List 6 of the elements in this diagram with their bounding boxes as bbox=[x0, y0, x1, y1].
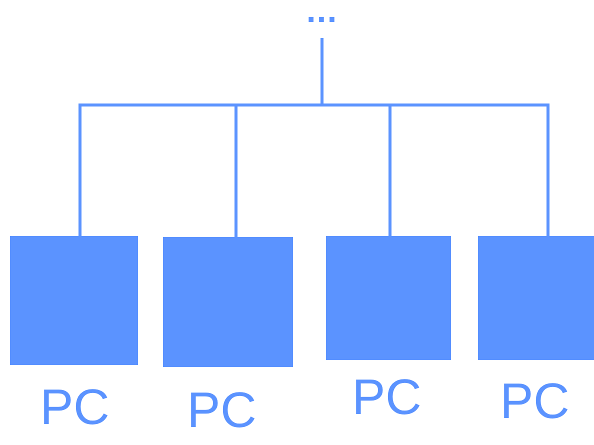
node-label: PC bbox=[187, 385, 256, 435]
ellipsis-text: ... bbox=[306, 0, 338, 22]
connector-line bbox=[320, 38, 550, 236]
node-label: PC bbox=[40, 382, 110, 432]
node-label: PC bbox=[500, 376, 570, 426]
node-label: PC bbox=[352, 372, 422, 422]
